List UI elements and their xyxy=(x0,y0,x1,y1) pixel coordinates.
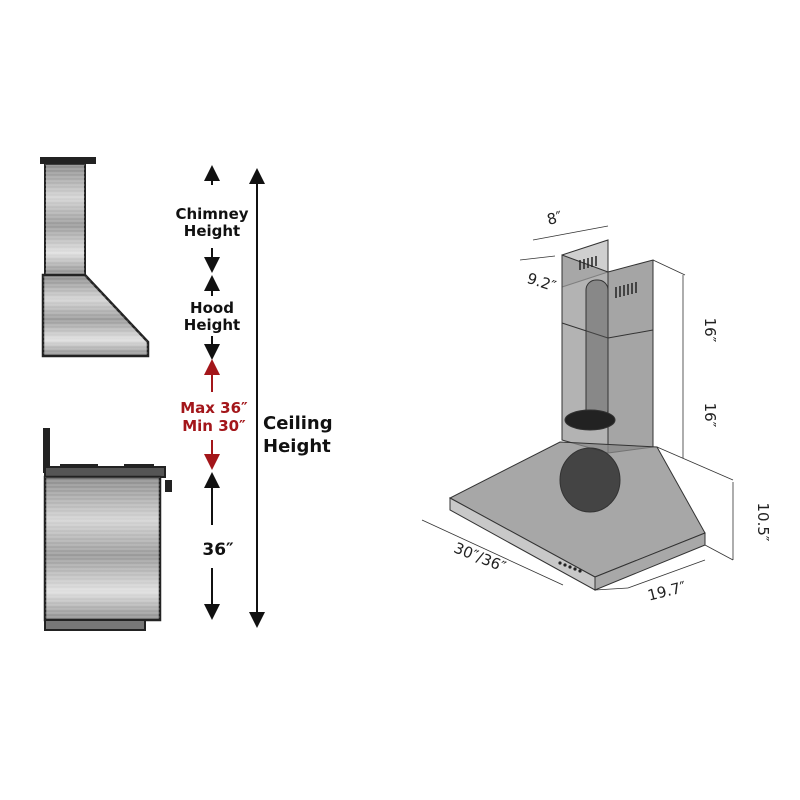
side-view-range xyxy=(43,428,172,631)
ceiling-label-line1: Ceiling xyxy=(263,413,333,434)
control-buttons xyxy=(558,561,582,573)
isometric-hood xyxy=(448,239,706,591)
hood-depth-dimension: 19.7″ xyxy=(646,578,689,605)
clearance-min-label: Min 30″ xyxy=(182,417,246,435)
lower-chimney-dimension: 16″ xyxy=(701,403,719,428)
chimney-label-line2: Height xyxy=(184,222,240,240)
duct-pipe xyxy=(585,279,609,421)
upper-chimney-dimension: 16″ xyxy=(701,318,719,343)
hood-label-line2: Height xyxy=(184,316,240,334)
range-backsplash xyxy=(43,428,50,473)
hood-width-dimension: 30″/36″ xyxy=(451,539,509,576)
vent-slots xyxy=(579,256,637,298)
counter-height-label: 36″ xyxy=(202,540,234,560)
side-view-hood xyxy=(40,157,150,358)
blower-motor xyxy=(559,447,621,513)
ceiling-label-line2: Height xyxy=(263,436,331,457)
chimney-cap xyxy=(40,157,96,164)
chimney-label-line1: Chimney xyxy=(175,205,248,223)
hood-height-dimension: 10.5″ xyxy=(754,502,772,541)
height-guide: Chimney Height Hood Height Max 36″ Min 3… xyxy=(175,165,333,628)
chimney-width-dimension: 8″ xyxy=(545,207,565,228)
clearance-max-label: Max 36″ xyxy=(180,399,248,417)
dimension-lines xyxy=(421,225,734,591)
cooktop xyxy=(44,466,166,478)
chimney-front-face xyxy=(607,259,654,454)
range-base xyxy=(44,619,146,631)
hood-label-line1: Hood xyxy=(190,299,234,317)
blower-top xyxy=(564,409,616,431)
range-knob xyxy=(165,480,172,492)
chimney-depth-dimension: 9.2″ xyxy=(525,269,559,295)
